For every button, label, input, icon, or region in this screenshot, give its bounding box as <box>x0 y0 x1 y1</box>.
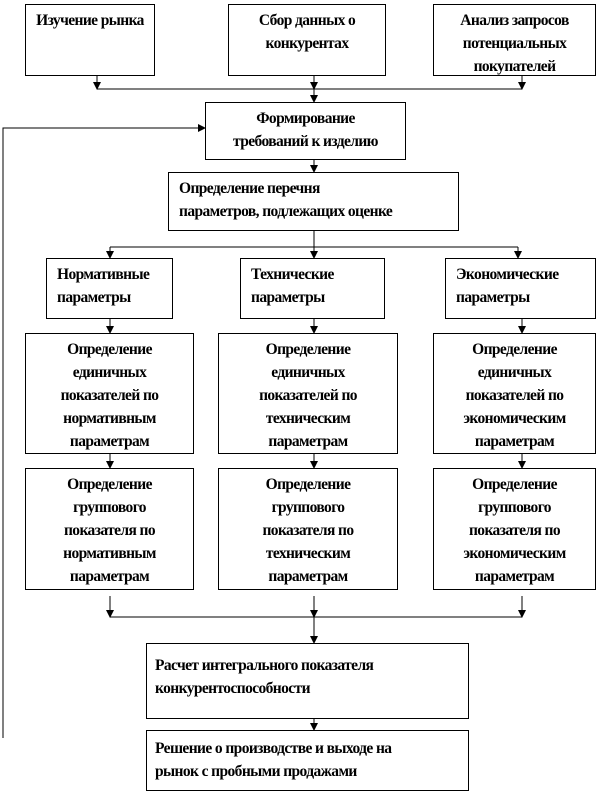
box-single-technical: Определение единичных показателей по тех… <box>218 333 398 454</box>
box-decision: Решение о производстве и выходе на рынок… <box>146 730 469 791</box>
box-label: Анализ запросов потенциальных покупателе… <box>460 12 569 75</box>
box-label: Определение единичных показателей по тех… <box>259 341 357 450</box>
box-group-normative: Определение группового показателя по нор… <box>25 468 194 590</box>
box-label: Решение о производстве и выходе на рынок… <box>155 740 392 780</box>
box-single-normative: Определение единичных показателей по нор… <box>25 333 194 454</box>
box-label: Определение единичных показателей по нор… <box>60 341 159 450</box>
feedback-loop <box>2 124 206 738</box>
box-label: Нормативные параметры <box>57 266 150 306</box>
box-label: Расчет интегрального показателя конкурен… <box>155 657 374 697</box>
box-competitor-data: Сбор данных о конкурентах <box>228 4 386 76</box>
box-label: Определение группового показателя по эко… <box>463 476 566 585</box>
box-buyer-analysis: Анализ запросов потенциальных покупателе… <box>433 4 596 76</box>
box-label: Определение единичных показателей по эко… <box>463 341 566 450</box>
box-single-economic: Определение единичных показателей по эко… <box>433 333 596 454</box>
box-technical-params: Технические параметры <box>240 258 385 319</box>
box-integral: Расчет интегрального показателя конкурен… <box>146 643 469 719</box>
box-group-technical: Определение группового показателя по тех… <box>218 468 398 590</box>
box-label: Сбор данных о конкурентах <box>258 12 356 52</box>
box-param-list: Определение перечня параметров, подлежащ… <box>168 172 459 231</box>
box-label: Определение перечня параметров, подлежащ… <box>179 180 393 220</box>
box-label: Изучение рынка <box>36 12 144 29</box>
box-group-economic: Определение группового показателя по эко… <box>433 468 596 590</box>
box-label: Технические параметры <box>251 266 334 306</box>
box-economic-params: Экономические параметры <box>445 258 596 319</box>
box-label: Формирование требований к изделию <box>233 110 378 150</box>
box-label: Экономические параметры <box>456 266 559 306</box>
box-requirements: Формирование требований к изделию <box>205 102 406 160</box>
box-label: Определение группового показателя по тех… <box>262 476 354 585</box>
box-normative-params: Нормативные параметры <box>46 258 173 319</box>
box-market-study: Изучение рынка <box>25 4 155 76</box>
box-label: Определение группового показателя по нор… <box>63 476 156 585</box>
